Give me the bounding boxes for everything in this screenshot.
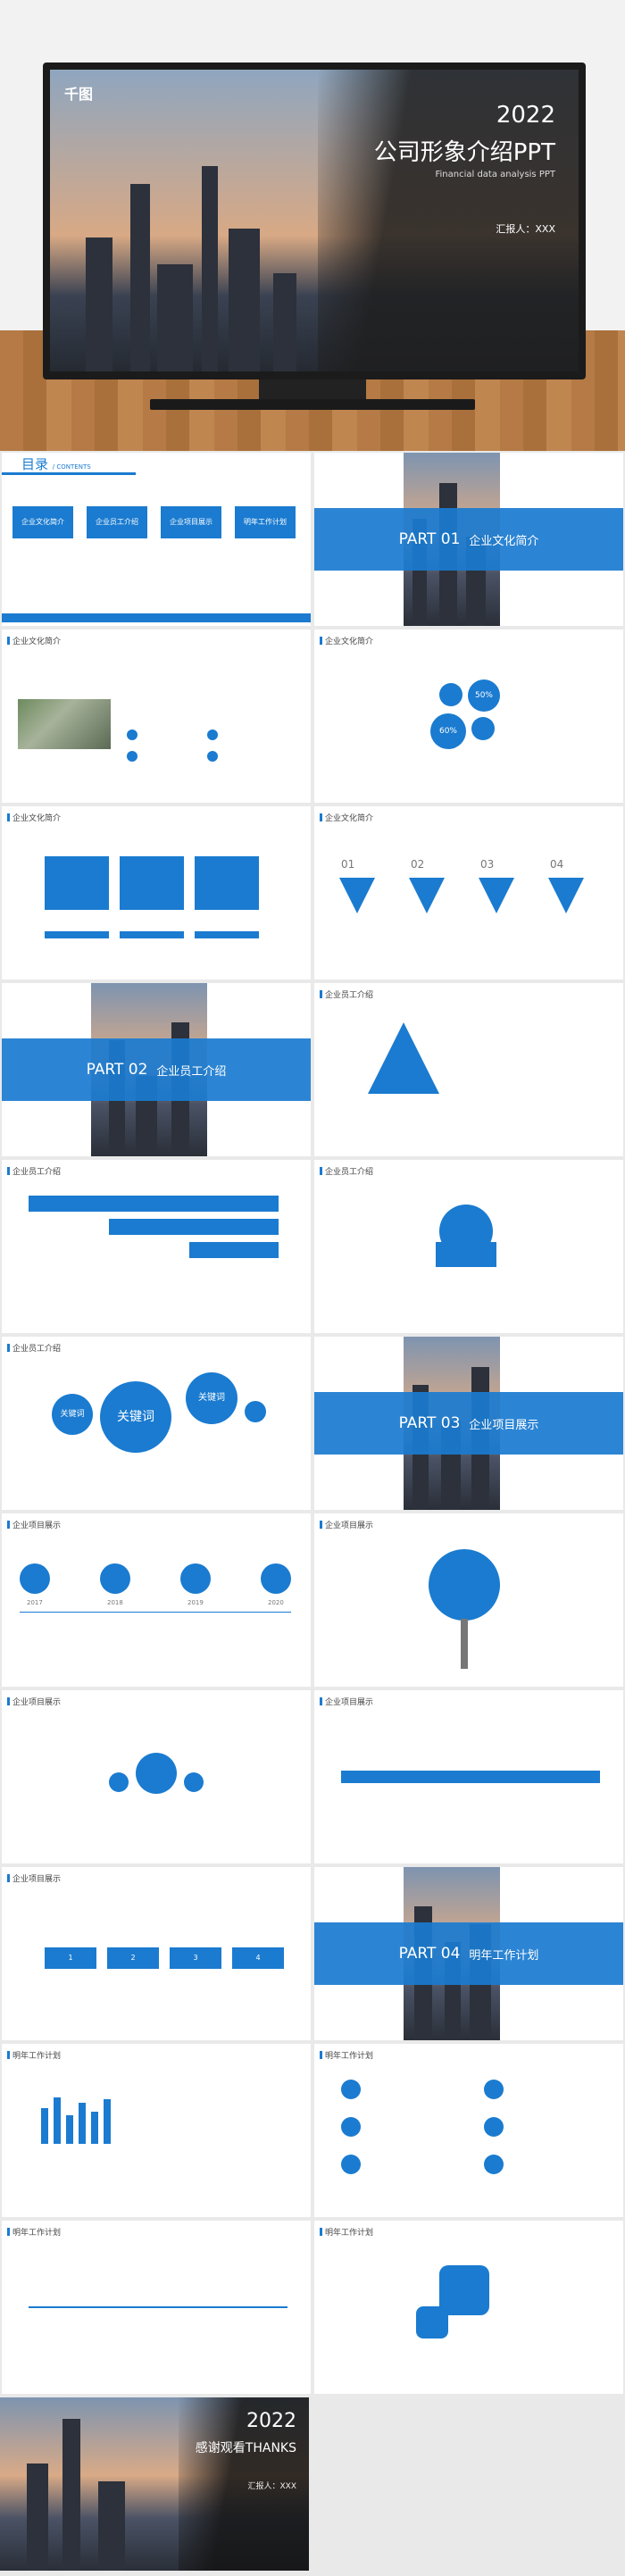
- step-3: 3: [170, 1947, 221, 1969]
- ending-reporter: 汇报人：XXX: [247, 2482, 297, 2491]
- slide-culture-3[interactable]: 企业文化简介: [2, 806, 311, 980]
- num-02: 02: [411, 858, 425, 871]
- slide-header: 企业项目展示: [320, 1696, 373, 1707]
- slide-header: 企业项目展示: [320, 1519, 373, 1530]
- year-2018: 2018: [107, 1599, 123, 1606]
- step-1: 1: [45, 1947, 96, 1969]
- cover-subtitle: Financial data analysis PPT: [435, 170, 555, 179]
- ending-slide[interactable]: 2022 感谢观看THANKS 汇报人：XXX: [0, 2397, 625, 2576]
- arrow-icon: [548, 878, 584, 913]
- slide-plan-3[interactable]: 明年工作计划: [2, 2221, 311, 2394]
- slide-header: 明年工作计划: [320, 2049, 373, 2061]
- cover-hero: 千图 2022 公司形象介绍PPT Financial data analysi…: [0, 0, 625, 451]
- cover-screen: 千图 2022 公司形象介绍PPT Financial data analysi…: [50, 70, 579, 371]
- slide-staff-4[interactable]: 企业员工介绍 关键词 关键词 关键词: [2, 1337, 311, 1510]
- toc-item-2: 企业员工介绍: [87, 506, 147, 538]
- slide-culture-2[interactable]: 企业文化简介 50% 60%: [314, 629, 623, 803]
- slide-staff-1[interactable]: 企业员工介绍: [314, 983, 623, 1156]
- slide-plan-4[interactable]: 明年工作计划: [314, 2221, 623, 2394]
- percent-b: 60%: [430, 713, 466, 749]
- arrow-icon: [339, 878, 375, 913]
- slide-header: 企业文化简介: [320, 635, 373, 646]
- cover-reporter: 汇报人：XXX: [496, 223, 555, 235]
- monitor: 千图 2022 公司形象介绍PPT Financial data analysi…: [43, 63, 586, 379]
- slide-plan-2[interactable]: 明年工作计划: [314, 2044, 623, 2217]
- slide-project-2[interactable]: 企业项目展示: [314, 1513, 623, 1687]
- slide-header: 企业项目展示: [7, 1519, 61, 1530]
- step-4: 4: [232, 1947, 284, 1969]
- slide-culture-1[interactable]: 企业文化简介: [2, 629, 311, 803]
- slide-header: 企业文化简介: [7, 635, 61, 646]
- slide-grid: 目录 / CONTENTS 企业文化简介 企业员工介绍 企业项目展示 明年工作计…: [0, 451, 625, 2397]
- slide-culture-4[interactable]: 企业文化简介 01 02 03 04: [314, 806, 623, 980]
- slide-staff-2[interactable]: 企业员工介绍: [2, 1160, 311, 1333]
- keyword-right: 关键词: [186, 1372, 238, 1424]
- slide-header: 企业员工介绍: [7, 1165, 61, 1177]
- ending-title: 感谢观看THANKS: [195, 2441, 296, 2455]
- keyword-left: 关键词: [52, 1394, 93, 1435]
- monitor-stand: [259, 379, 366, 399]
- step-2: 2: [107, 1947, 159, 1969]
- percent-a: 50%: [468, 679, 500, 712]
- slide-header: 明年工作计划: [7, 2049, 61, 2061]
- cover-year: 2022: [496, 102, 555, 129]
- year-2017: 2017: [27, 1599, 43, 1606]
- brand-logo: 千图: [64, 86, 94, 103]
- num-04: 04: [550, 858, 564, 871]
- tree-trunk: [461, 1619, 468, 1669]
- slide-header: 明年工作计划: [7, 2226, 61, 2238]
- slide-project-4[interactable]: 企业项目展示: [314, 1690, 623, 1863]
- slide-project-1[interactable]: 企业项目展示 2017 2018 2019 2020: [2, 1513, 311, 1687]
- year-2019: 2019: [188, 1599, 204, 1606]
- num-01: 01: [341, 858, 355, 871]
- slide-header: 企业文化简介: [7, 812, 61, 823]
- keyword-main: 关键词: [100, 1381, 171, 1453]
- slide-header: 企业员工介绍: [7, 1342, 61, 1354]
- monitor-base: [150, 399, 475, 410]
- arrow-icon: [409, 878, 445, 913]
- slide-header: 明年工作计划: [320, 2226, 373, 2238]
- toc-title: 目录 / CONTENTS: [21, 456, 91, 472]
- pyramid-icon: [368, 1022, 439, 1094]
- slide-plan-1[interactable]: 明年工作计划: [2, 2044, 311, 2217]
- slide-header: 企业员工介绍: [320, 988, 373, 1000]
- num-03: 03: [480, 858, 495, 871]
- slide-header: 企业员工介绍: [320, 1165, 373, 1177]
- slide-toc[interactable]: 目录 / CONTENTS 企业文化简介 企业员工介绍 企业项目展示 明年工作计…: [2, 453, 311, 626]
- arrow-icon: [479, 878, 514, 913]
- cover-title: 公司形象介绍PPT: [373, 139, 555, 166]
- tree-icon: [429, 1549, 500, 1621]
- toc-item-1: 企业文化简介: [12, 506, 73, 538]
- road-photo: [18, 699, 111, 749]
- slide-staff-3[interactable]: 企业员工介绍: [314, 1160, 623, 1333]
- year-2020: 2020: [268, 1599, 284, 1606]
- toc-item-4: 明年工作计划: [235, 506, 296, 538]
- slide-project-5[interactable]: 企业项目展示 1 2 3 4: [2, 1867, 311, 2040]
- toc-item-3: 企业项目展示: [161, 506, 221, 538]
- slide-header: 企业项目展示: [7, 1872, 61, 1884]
- slide-header: 企业项目展示: [7, 1696, 61, 1707]
- slide-project-3[interactable]: 企业项目展示: [2, 1690, 311, 1863]
- ending-year: 2022: [246, 2410, 296, 2432]
- slide-header: 企业文化简介: [320, 812, 373, 823]
